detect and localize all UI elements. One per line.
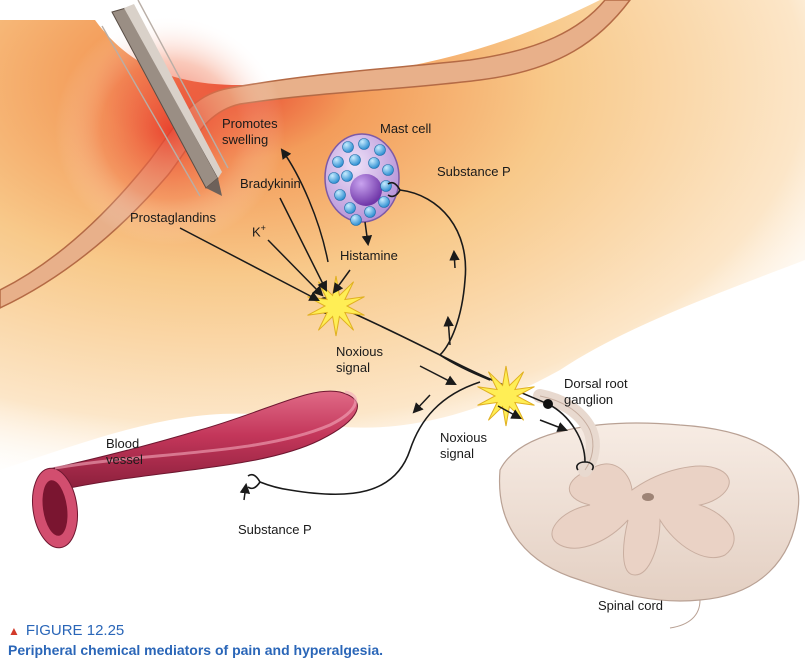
label-prostaglandins: Prostaglandins <box>130 210 216 225</box>
noxious-starburst-central <box>477 365 535 427</box>
label-bradykinin: Bradykinin <box>240 176 301 191</box>
label-mast-cell: Mast cell <box>380 121 432 136</box>
needle <box>101 0 229 197</box>
granule <box>364 206 376 218</box>
mediator-arrows <box>179 148 568 501</box>
mast-cell <box>324 133 400 226</box>
arrow-antidromic-up <box>443 315 454 346</box>
granule <box>328 172 340 184</box>
figure-triangle-icon: ▲ <box>8 624 20 638</box>
granule <box>342 141 354 153</box>
granule <box>350 214 362 226</box>
granule <box>349 154 361 166</box>
ganglion-cell-body <box>543 399 553 409</box>
label-substance-p-top: Substance P <box>437 164 511 179</box>
arrow-substance-p-top <box>449 249 460 269</box>
inflammation-glow <box>55 15 285 245</box>
label-noxious-signal-left: Noxious signal <box>336 344 383 375</box>
arrow-mast-to-histamine <box>361 221 373 247</box>
granule <box>334 189 346 201</box>
granule <box>378 196 390 208</box>
granule <box>341 170 353 182</box>
spinal-cord <box>498 422 800 629</box>
arrow-to-cord <box>539 419 568 432</box>
figure-number-text: FIGURE 12.25 <box>25 622 125 639</box>
noxious-starburst-peripheral <box>307 275 365 337</box>
figure-number: ▲ FIGURE 12.25 <box>8 622 124 639</box>
label-noxious-signal-right: Noxious signal <box>440 430 487 461</box>
mast-cell-granules <box>328 138 394 226</box>
granule <box>344 202 356 214</box>
label-blood-vessel: Blood vessel <box>106 436 143 467</box>
arrow-noxious-left <box>419 365 457 385</box>
arrow-noxious-right <box>497 405 522 420</box>
granule <box>332 156 344 168</box>
label-substance-p-bottom: Substance P <box>238 522 312 537</box>
label-spinal-cord: Spinal cord <box>598 598 664 613</box>
blood-vessel <box>32 390 358 549</box>
granule <box>368 157 380 169</box>
label-promotes-swelling: Promotes swelling <box>222 116 278 147</box>
granule <box>382 164 394 176</box>
label-histamine: Histamine <box>340 248 398 263</box>
arrow-histamine <box>332 269 351 294</box>
arrow-k-plus <box>267 239 324 297</box>
arrow-prostaglandins <box>179 227 320 301</box>
arrow-bradykinin <box>279 197 327 292</box>
arrow-promotes-swelling <box>280 148 329 263</box>
granule <box>358 138 370 150</box>
granule <box>374 144 386 156</box>
label-dorsal-root-ganglion: Dorsal root ganglion <box>564 376 628 407</box>
mast-cell-nucleus <box>350 174 382 206</box>
figure-caption: Peripheral chemical mediators of pain an… <box>8 642 384 658</box>
arrow-substance-p-bottom <box>239 482 251 501</box>
label-k-plus: K+ <box>252 223 266 240</box>
arrow-antidromic-down <box>412 394 431 414</box>
